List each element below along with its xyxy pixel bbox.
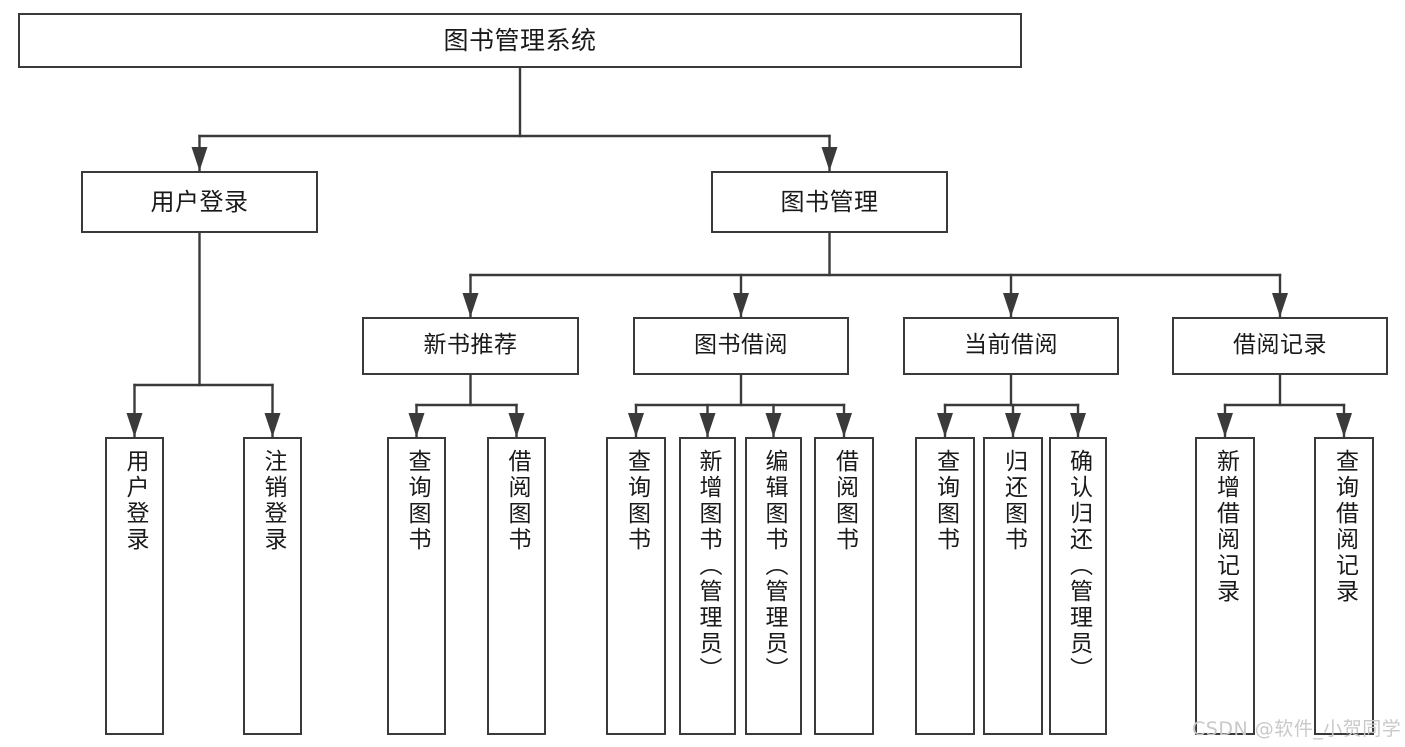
node-label: 确认归还（管理员） [1065, 449, 1092, 683]
node-leaf-query-book-cur[interactable]: 查询图书 [915, 437, 975, 735]
node-leaf-return-book[interactable]: 归还图书 [983, 437, 1043, 735]
arrowhead-icon [699, 413, 716, 437]
arrowhead-icon [836, 413, 852, 437]
node-label: 图书管理 [780, 187, 879, 216]
arrowhead-icon [1003, 293, 1019, 317]
node-leaf-borrow-book-rec[interactable]: 借阅图书 [487, 437, 546, 735]
arrowhead-icon [937, 413, 953, 437]
arrowhead-icon [1272, 293, 1288, 317]
node-label: 借阅图书 [831, 449, 858, 553]
node-label: 借阅记录 [1233, 332, 1327, 359]
node-current-borrow[interactable]: 当前借阅 [903, 317, 1119, 375]
node-label: 图书管理系统 [443, 25, 597, 55]
arrowhead-icon [765, 413, 782, 437]
node-label: 查询图书 [623, 449, 650, 553]
node-leaf-edit-book[interactable]: 编辑图书（管理员） [745, 437, 802, 735]
arrowhead-icon [264, 413, 281, 437]
node-new-book-rec[interactable]: 新书推荐 [362, 317, 579, 375]
node-leaf-borrow-book[interactable]: 借阅图书 [814, 437, 874, 735]
node-leaf-query-book-rec[interactable]: 查询图书 [387, 437, 446, 735]
node-leaf-query-book-borrow[interactable]: 查询图书 [606, 437, 666, 735]
node-label: 查询借阅记录 [1331, 449, 1358, 605]
arrowhead-icon [821, 147, 838, 171]
node-label: 查询图书 [404, 449, 430, 553]
arrowhead-icon [1336, 413, 1352, 437]
arrowhead-icon [462, 293, 479, 317]
node-root[interactable]: 图书管理系统 [18, 13, 1022, 68]
arrowhead-icon [1005, 413, 1021, 437]
node-label: 新增借阅记录 [1212, 449, 1239, 605]
node-label: 注销登录 [260, 449, 286, 553]
node-leaf-query-record[interactable]: 查询借阅记录 [1314, 437, 1374, 735]
arrowhead-icon [508, 413, 525, 437]
node-label: 新增图书（管理员） [695, 449, 721, 683]
arrowhead-icon [191, 147, 208, 171]
node-label: 用户登录 [150, 187, 249, 216]
node-user-login[interactable]: 用户登录 [81, 171, 318, 233]
node-label: 用户登录 [122, 449, 148, 553]
csdn-watermark: CSDN @软件_小贺同学 [1192, 718, 1402, 740]
node-label: 当前借阅 [964, 332, 1058, 359]
node-book-manage[interactable]: 图书管理 [711, 171, 948, 233]
arrowhead-icon [1070, 413, 1086, 437]
node-label: 归还图书 [1000, 449, 1027, 553]
node-label: 图书借阅 [694, 332, 788, 359]
node-leaf-confirm-return[interactable]: 确认归还（管理员） [1049, 437, 1107, 735]
node-leaf-user-login[interactable]: 用户登录 [105, 437, 164, 735]
node-leaf-add-record[interactable]: 新增借阅记录 [1195, 437, 1255, 735]
node-borrow-record[interactable]: 借阅记录 [1172, 317, 1388, 375]
node-label: 查询图书 [932, 449, 959, 553]
arrowhead-icon [1217, 413, 1233, 437]
node-label: 编辑图书（管理员） [761, 449, 787, 683]
node-label: 借阅图书 [504, 449, 530, 553]
node-label: 新书推荐 [423, 332, 518, 359]
node-leaf-logout[interactable]: 注销登录 [243, 437, 302, 735]
node-book-borrow[interactable]: 图书借阅 [633, 317, 849, 375]
arrowhead-icon [733, 293, 749, 317]
arrowhead-icon [126, 413, 143, 437]
arrowhead-icon [628, 413, 644, 437]
node-leaf-add-book[interactable]: 新增图书（管理员） [679, 437, 736, 735]
arrowhead-icon [408, 413, 425, 437]
